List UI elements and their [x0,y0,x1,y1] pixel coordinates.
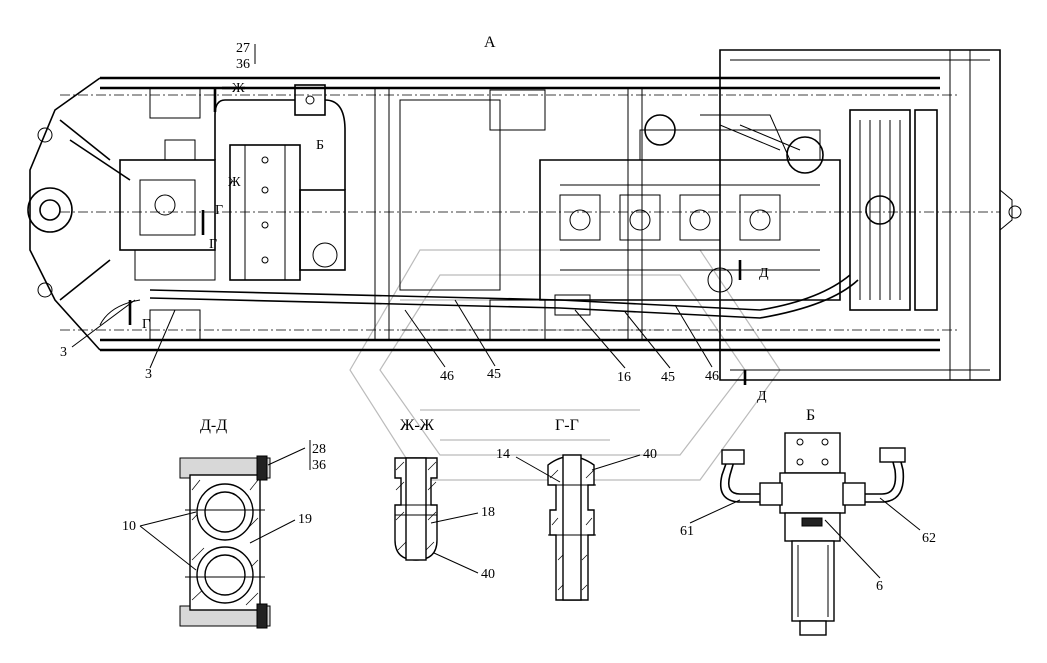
section-dd-drawing [139,440,311,629]
section-marker-d-top: Д [759,266,769,281]
callout-46-right: 46 [705,369,719,384]
view-title-a: А [484,34,496,51]
callout-b-61: 61 [680,524,694,539]
callout-dd-28: 28 [312,442,326,457]
view-title-gg: Г-Г [555,417,579,434]
section-marker-b: Б [316,138,324,153]
callout-zhzh-18: 18 [481,505,495,520]
main-leaders [71,299,713,369]
section-marker-g-top: Г [215,203,223,218]
section-gg-drawing [515,454,641,601]
callout-46-left: 46 [440,369,454,384]
callout-dd-10: 10 [122,519,136,534]
callout-gg-14: 14 [496,447,510,462]
callout-45-right: 45 [661,370,675,385]
section-marker-zh: Ж [228,175,241,190]
section-zhzh-drawing [394,457,479,574]
section-marker-g-left: Г [142,317,150,332]
detail-b-drawing [689,432,921,636]
view-title-zhzh: Ж-Ж [400,417,435,434]
callout-27: 27 [236,41,250,56]
section-marker-g-mid: Г [209,237,217,252]
callout-dd-19: 19 [298,512,312,527]
callout-16: 16 [617,370,631,385]
callout-dd-36: 36 [312,458,326,473]
view-title-b: Б [806,407,815,424]
callout-zhzh-40: 40 [481,567,495,582]
callout-gg-40: 40 [643,447,657,462]
callout-45-left: 45 [487,367,501,382]
callout-3-left: 3 [60,345,67,360]
callout-b-62: 62 [922,531,936,546]
callout-b-6: 6 [876,579,883,594]
callout-36: 36 [236,57,250,72]
watermark [349,249,781,481]
main-view [27,44,1022,385]
section-marker-zh-top: Ж [232,81,245,96]
section-marker-d-bottom: Д [757,389,767,404]
callout-3-bottom: 3 [145,367,152,382]
view-title-dd: Д-Д [200,417,227,434]
